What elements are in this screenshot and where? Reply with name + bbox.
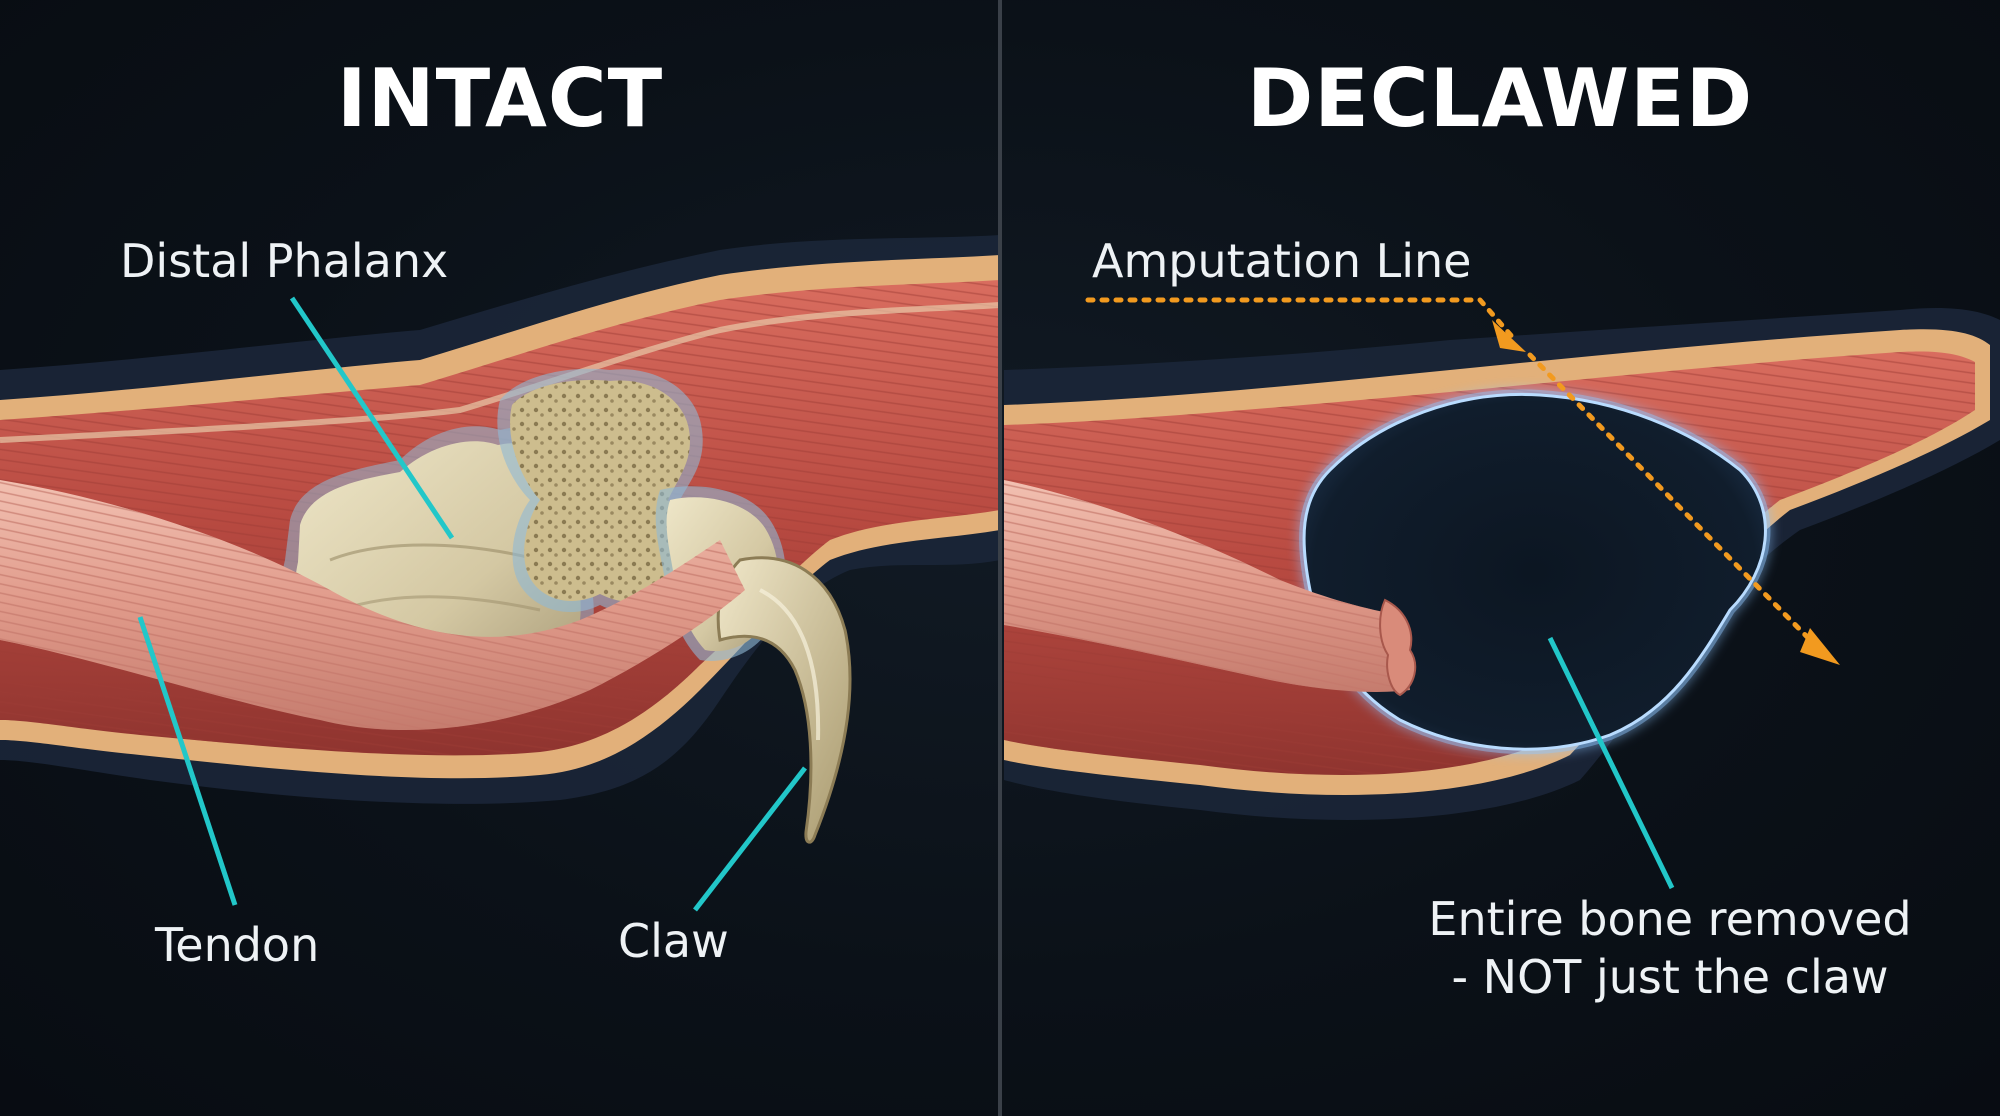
- label-tendon: Tendon: [155, 918, 320, 972]
- severed-tendon: [1004, 480, 1417, 697]
- arrowhead-icon: [1492, 320, 1526, 352]
- label-distal-phalanx: Distal Phalanx: [120, 234, 449, 288]
- intact-distal-phalanx: [497, 368, 703, 614]
- intact-tendon: [0, 480, 745, 730]
- label-claw: Claw: [618, 914, 729, 968]
- leader-bone-removed: [1547, 636, 1675, 890]
- claw-icon: [716, 556, 852, 844]
- leader-distal-phalanx: [289, 296, 455, 540]
- leader-tendon: [137, 616, 238, 906]
- bone-cavity: [1299, 389, 1771, 755]
- intact-toe: [0, 235, 1001, 844]
- intact-title: INTACT: [336, 52, 664, 145]
- label-bone-removed-line1: Entire bone removed: [1428, 892, 1912, 946]
- amputation-line: [1085, 297, 1840, 665]
- declawed-title: DECLAWED: [1246, 52, 1754, 145]
- label-bone-removed: Entire bone removed - NOT just the claw: [1400, 890, 1940, 1006]
- arrowhead-icon: [1800, 628, 1840, 665]
- declawed-toe: [1004, 308, 2000, 820]
- leader-claw: [693, 766, 807, 912]
- label-amputation-line: Amputation Line: [1092, 234, 1472, 288]
- label-bone-removed-line2: - NOT just the claw: [1451, 950, 1889, 1004]
- leader-lines: [137, 296, 1675, 912]
